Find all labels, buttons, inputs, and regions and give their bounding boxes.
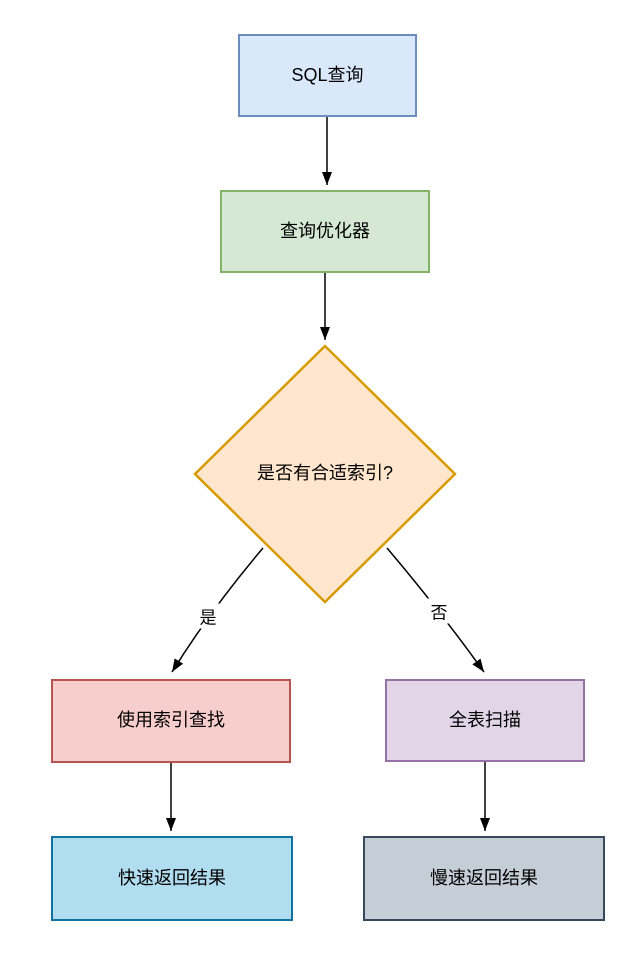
edge-label-yes: 是 [196,603,220,629]
node-label-optimizer: 查询优化器 [280,220,370,241]
node-full-scan-shape [385,679,585,762]
node-decision-shape [193,344,457,604]
node-label-decision: 是否有合适索引? [256,463,393,484]
node-label-index-lookup: 使用索引查找 [117,710,225,731]
node-sql-query-shape [238,34,417,117]
node-fast-result-shape [51,836,293,921]
node-label-sql-query: SQL查询 [291,64,364,85]
node-label-fast-result: 快速返回结果 [118,867,226,888]
node-label-full-scan: 全表扫描 [449,709,521,730]
edge-label-no: 否 [427,598,451,624]
node-index-lookup-shape [51,679,291,763]
node-optimizer-shape [220,190,430,273]
node-label-slow-result: 慢速返回结果 [430,867,538,888]
node-slow-result-shape [363,836,605,921]
